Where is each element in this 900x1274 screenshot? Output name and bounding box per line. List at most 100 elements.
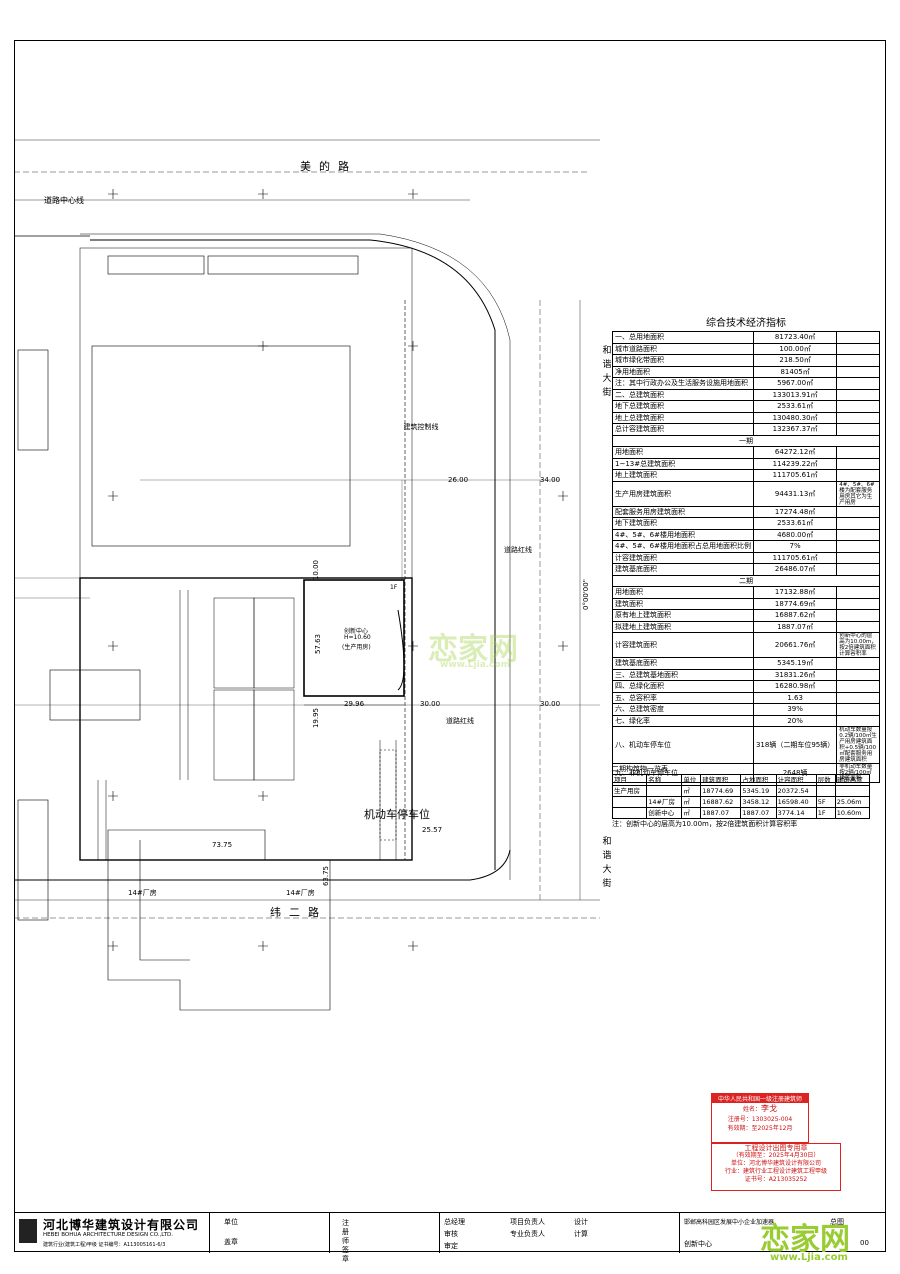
phase2-cell: 1887.07 xyxy=(700,807,742,819)
indicator-remark: 4#、5#、6#楼为配套服务用房其它为生产用房 xyxy=(836,480,880,507)
indicator-remark xyxy=(836,620,880,633)
indicator-value: 100.00㎡ xyxy=(752,342,838,355)
indicator-value: 1887.07㎡ xyxy=(752,620,838,633)
indicator-name: 一、总用地面积 xyxy=(612,331,754,344)
design-stamp-sub: （有效期至：2025年4月30日） xyxy=(732,1152,820,1159)
indicator-value: 111705.61㎡ xyxy=(752,469,838,482)
indicator-name: 拟建地上建筑面积 xyxy=(612,620,754,633)
phase2-cell: 16887.62 xyxy=(700,796,742,808)
indicator-value: 133013.91㎡ xyxy=(752,388,838,401)
phase2-boundary xyxy=(79,577,413,861)
phase2-cell: 5345.19 xyxy=(740,785,777,797)
phase2-header: 单位 xyxy=(681,774,702,786)
red-line-label-1: 道路红线 xyxy=(504,546,532,554)
indicator-name: 注：其中行政办公及生活服务设施用地面积 xyxy=(612,377,754,390)
indicator-value: 7% xyxy=(752,540,838,553)
indicator-value: 17274.48㎡ xyxy=(752,505,838,518)
indicator-value: 81723.40㎡ xyxy=(752,331,838,344)
indicator-value: 39% xyxy=(752,703,838,716)
phase2-header: 建筑高度 xyxy=(834,774,871,786)
indicator-remark xyxy=(836,411,880,424)
stamp-name-label: 姓名： xyxy=(742,1106,761,1113)
indicator-name: 4#、5#、6#楼用地面积占总用地面积比例 xyxy=(612,540,754,553)
phase2-header: 名称 xyxy=(646,774,683,786)
building-14-label: 14#厂房 xyxy=(128,889,157,897)
stamp-name: 李戈 xyxy=(761,1104,777,1113)
indicator-remark xyxy=(836,657,880,670)
indicator-remark xyxy=(836,400,880,413)
indicator-name: 五、总容积率 xyxy=(612,691,754,704)
design-stamp-industry: 行业：建筑行业工程设计建筑工程甲级 xyxy=(724,1168,827,1175)
approve-label: 审定 xyxy=(444,1242,458,1250)
phase2-cell: 14#厂房 xyxy=(646,796,683,808)
indicator-value: 2533.61㎡ xyxy=(752,400,838,413)
indicator-remark xyxy=(836,609,880,622)
phase2-header: 建筑面积 xyxy=(700,774,742,786)
watermark-corner-url: www.Ljia.com xyxy=(770,1252,848,1263)
phase2-cell: 16598.40 xyxy=(775,796,817,808)
indicator-remark xyxy=(836,342,880,355)
dim-2600: 26.00 xyxy=(448,476,469,484)
company-cert: 建筑行业(建筑工程)甲级 证书编号：A113005161-6/3 xyxy=(43,1242,166,1248)
indicator-name: 4#、5#、6#楼用地面积 xyxy=(612,528,754,541)
signatures-cell: 总经理 项目负责人 设计 审核 专业负责人 计算 审定 xyxy=(440,1213,680,1253)
design-stamp-title: 工程设计出图专用章 xyxy=(744,1144,808,1152)
indicator-remark xyxy=(836,586,880,599)
indicator-value: 20% xyxy=(752,714,838,727)
road-meide-label: 美的路 xyxy=(300,160,357,173)
design-output-stamp: 工程设计出图专用章 （有效期至：2025年4月30日） 单位：河北博华建筑设计有… xyxy=(711,1143,841,1191)
company-name-cn: 河北博华建筑设计有限公司 xyxy=(43,1218,200,1232)
indicator-value: 17132.88㎡ xyxy=(752,586,838,599)
innovation-center-outline xyxy=(303,579,405,697)
drawing-no: 总图 xyxy=(830,1218,844,1226)
indicator-remark xyxy=(836,365,880,378)
indicator-remark: 机动车数量按0.2辆/100㎡生产用房建筑面积+0.5辆/100㎡配套服务用房建… xyxy=(836,726,880,764)
road-weier-label: 纬二路 xyxy=(270,906,327,919)
compute-label: 计算 xyxy=(574,1230,588,1238)
indicator-remark xyxy=(836,423,880,436)
phase2-header: 项目 xyxy=(611,774,648,786)
indicator-remark xyxy=(836,551,880,564)
pro-lead-label: 专业负责人 xyxy=(510,1230,545,1238)
bearing-label: 0°00'00" xyxy=(582,579,590,610)
indicator-name: 三、总建筑基地面积 xyxy=(612,668,754,681)
indicator-value: 5345.19㎡ xyxy=(752,657,838,670)
indicator-value: 18774.69㎡ xyxy=(752,597,838,610)
building-14 xyxy=(107,829,331,1011)
review-label: 审核 xyxy=(444,1230,458,1238)
red-line-label-2: 道路红线 xyxy=(446,717,474,725)
indicator-name: 八、机动车停车位 xyxy=(612,726,754,764)
innovation-center-height: H=10.60 xyxy=(344,634,371,641)
dim-30a: 30.00 xyxy=(420,700,441,708)
indicator-name: 城市绿化带面积 xyxy=(612,354,754,367)
phase2-cell xyxy=(815,785,836,797)
indicator-value: 64272.12㎡ xyxy=(752,446,838,459)
phase2-cell: ㎡ xyxy=(681,796,702,808)
indicator-name: 二、总建筑面积 xyxy=(612,388,754,401)
indicator-name: 生产用房建筑面积 xyxy=(612,480,754,507)
indicator-name: 地下建筑面积 xyxy=(612,517,754,530)
indicator-value: 81405㎡ xyxy=(752,365,838,378)
indicator-name: 配套服务用房建筑面积 xyxy=(612,505,754,518)
design-label: 设计 xyxy=(574,1218,588,1226)
project-name: 邯郸高科园区发展中小企业加速器 xyxy=(684,1219,775,1226)
stamp-valid: 至2025年12月 xyxy=(751,1125,793,1132)
indicator-section: 二期 xyxy=(612,574,880,587)
project-lead-label: 项目负责人 xyxy=(510,1218,545,1226)
